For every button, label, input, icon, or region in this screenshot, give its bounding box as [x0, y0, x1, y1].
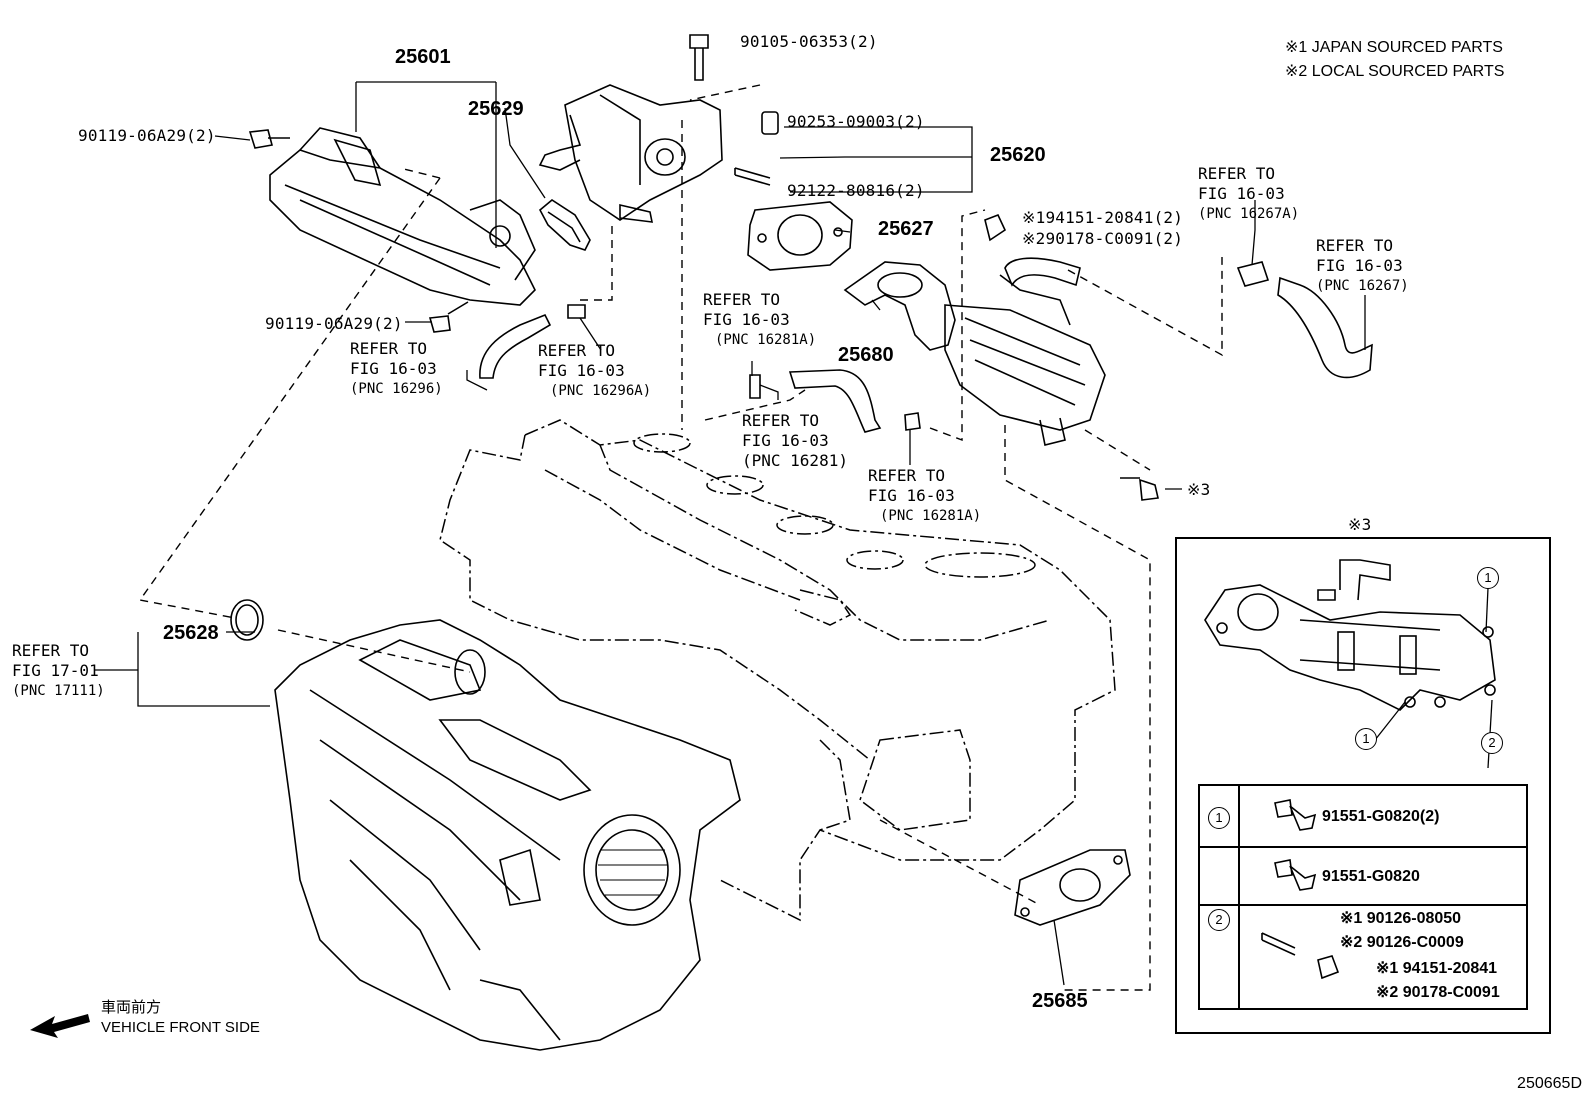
ref-line1: REFER TO	[868, 466, 946, 485]
ref-line3: (PNC 16281A)	[715, 332, 817, 348]
inset-callout-1-top: 1	[1477, 567, 1499, 589]
ref-line2: FIG 17-01	[12, 661, 99, 680]
label-bolt-left1[interactable]: 90119-06A29(2)	[78, 126, 216, 145]
fasteners	[248, 34, 1270, 501]
pipe-25680	[843, 261, 956, 351]
ref-line3: (PNC 16281A)	[880, 508, 982, 524]
ref-line3: (PNC 16281)	[742, 451, 848, 470]
ref-line2: FIG 16-03	[703, 310, 790, 329]
part-25685[interactable]: 25685	[1032, 990, 1088, 1012]
table-bolt-icons	[1261, 799, 1340, 980]
vehicle-front-label: 車両前方 VEHICLE FRONT SIDE	[101, 998, 260, 1038]
ref-line1: REFER TO	[1198, 164, 1276, 183]
table-row3-b2[interactable]: ※2 90178-C0091	[1376, 984, 1500, 1001]
table-row1-part[interactable]: 91551-G0820(2)	[1322, 808, 1440, 825]
label-stud[interactable]: 92122-80816(2)	[787, 181, 925, 200]
inset-box	[1175, 537, 1551, 1034]
label-bolt-left2[interactable]: 90119-06A29(2)	[265, 314, 403, 333]
ref-line3: (PNC 16296A)	[550, 383, 652, 399]
part-25627[interactable]: 25627	[878, 218, 934, 240]
part-25680[interactable]: 25680	[838, 344, 894, 366]
gasket-25628	[230, 599, 264, 641]
table-row3-a1[interactable]: ※1 90126-08050	[1340, 910, 1462, 927]
leader-lines	[95, 81, 1493, 986]
ref-line1: REFER TO	[350, 339, 428, 358]
label-nut-jp[interactable]: ※194151-20841(2)	[1022, 208, 1184, 227]
egr-cooler-right	[944, 274, 1106, 446]
egr-valve-25620	[538, 84, 723, 223]
ref-line1: REFER TO	[12, 641, 90, 660]
ref-line1: REFER TO	[1316, 236, 1394, 255]
gasket-25685	[1014, 849, 1131, 926]
ref-line3: (PNC 17111)	[12, 683, 105, 699]
ref-line3: (PNC 16296)	[350, 381, 443, 397]
inset-title: ※3	[1348, 515, 1372, 534]
label-nut-local[interactable]: ※290178-C0091(2)	[1022, 229, 1184, 248]
part-25601[interactable]: 25601	[395, 46, 451, 68]
note-japan-sourced: ※1 JAPAN SOURCED PARTS	[1285, 39, 1503, 56]
table-row1-num: 1	[1208, 807, 1230, 829]
ref-line1: REFER TO	[538, 341, 616, 360]
gasket-25627	[747, 201, 853, 271]
front-arrow	[30, 1014, 90, 1038]
ref-line2: FIG 16-03	[1198, 184, 1285, 203]
inset-callout-2: 2	[1481, 732, 1503, 754]
ref-line2: FIG 16-03	[350, 359, 437, 378]
intake-manifold	[274, 619, 741, 1051]
label-pin[interactable]: 90253-09003(2)	[787, 112, 925, 131]
ref-line3: (PNC 16267)	[1316, 278, 1409, 294]
part-25620[interactable]: 25620	[990, 144, 1046, 166]
egr-cooler-25601	[269, 127, 536, 306]
vehicle-front-en: VEHICLE FRONT SIDE	[101, 1019, 260, 1036]
label-bolt-ref3[interactable]: ※3	[1187, 480, 1211, 499]
gasket-25629	[538, 199, 591, 251]
fastener-table: 1 91551-G0820(2) 2 91551-G0820 ※1 90126-…	[1198, 784, 1528, 1010]
label-bolt-top[interactable]: 90105-06353(2)	[740, 32, 878, 51]
dashed-guides	[138, 84, 1223, 991]
engine-block	[439, 419, 1116, 922]
ref-line3: (PNC 16267A)	[1198, 206, 1300, 222]
inset-callout-1-left: 1	[1355, 728, 1377, 750]
table-row3-a2[interactable]: ※2 90126-C0009	[1340, 934, 1464, 951]
vehicle-front-jp: 車両前方	[101, 999, 162, 1016]
table-row2-part[interactable]: 91551-G0820	[1322, 868, 1420, 885]
part-25629[interactable]: 25629	[468, 98, 524, 120]
table-row3-b1[interactable]: ※1 94151-20841	[1376, 960, 1498, 977]
ref-line2: FIG 16-03	[538, 361, 625, 380]
ref-line2: FIG 16-03	[868, 486, 955, 505]
inset-egr-cooler	[1204, 559, 1496, 711]
ref-line1: REFER TO	[742, 411, 820, 430]
diagram-id: 250665D	[1517, 1075, 1582, 1092]
ref-line1: REFER TO	[703, 290, 781, 309]
ref-line2: FIG 16-03	[742, 431, 829, 450]
hoses	[479, 257, 1373, 433]
note-local-sourced: ※2 LOCAL SOURCED PARTS	[1285, 63, 1505, 80]
table-row3-num: 2	[1208, 909, 1230, 931]
part-25628[interactable]: 25628	[163, 622, 219, 644]
ref-line2: FIG 16-03	[1316, 256, 1403, 275]
